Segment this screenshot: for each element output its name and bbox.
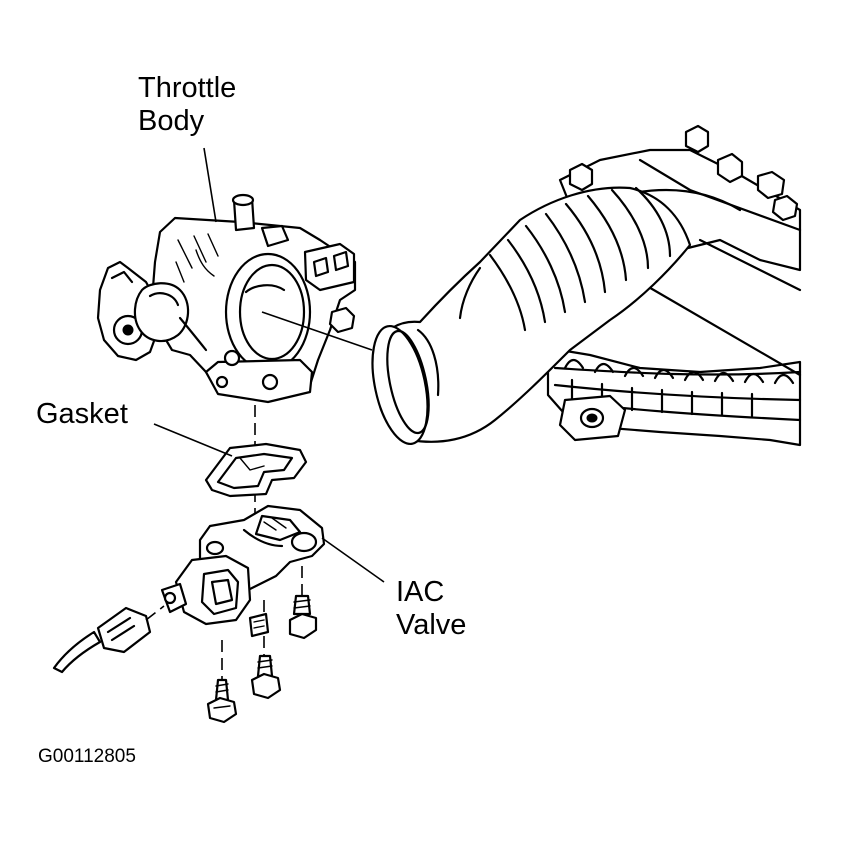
intake-manifold: [546, 328, 802, 447]
throttle-body-label-line2: Body: [138, 105, 205, 137]
iac-valve-label-line1: IAC: [396, 576, 445, 608]
iac-valve-leader: [321, 537, 385, 583]
bolt-washer: [248, 612, 270, 638]
bolt-3: [288, 566, 318, 640]
iac-valve-part: [52, 504, 326, 674]
bolt-2: [250, 600, 282, 700]
bolt-1: [206, 640, 238, 724]
gasket-part: [204, 442, 308, 498]
throttle-body-leader: [203, 147, 217, 223]
throttle-body-label: Throttle Body: [138, 72, 236, 138]
gasket-label: Gasket: [36, 398, 128, 430]
figure-code: G00112805: [38, 746, 136, 767]
throttle-body-label-line1: Throttle: [138, 72, 237, 104]
gasket-leader: [153, 423, 233, 457]
iac-valve-label-line2: Valve: [396, 609, 467, 641]
throttle-body: [96, 193, 357, 404]
intake-hose: [371, 186, 692, 446]
bore-alignment-line: [261, 311, 373, 351]
iac-valve-label: IAC Valve: [396, 576, 466, 642]
